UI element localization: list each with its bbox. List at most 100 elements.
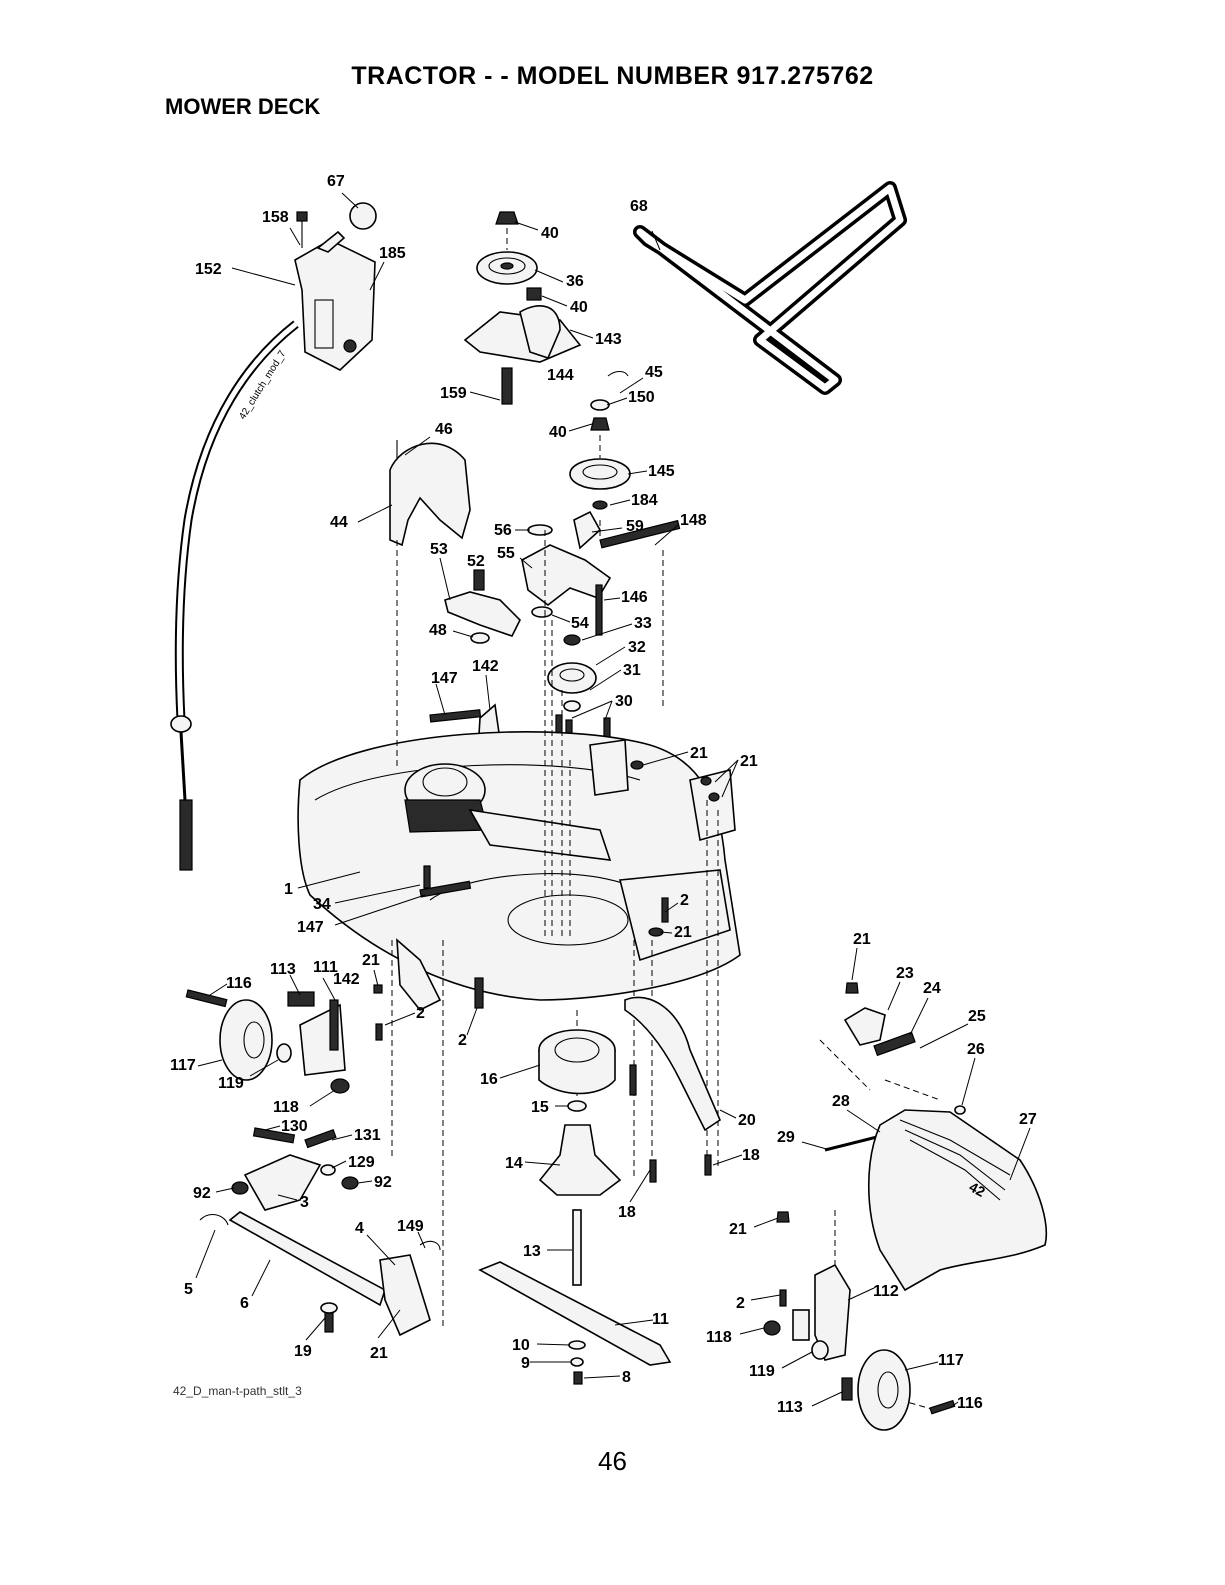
spindle-housing bbox=[538, 1124, 622, 1196]
callout-131: 131 bbox=[354, 1127, 381, 1144]
callout-30: 30 bbox=[615, 693, 633, 710]
callout-46: 46 bbox=[435, 421, 453, 438]
callout-2: 2 bbox=[416, 1005, 425, 1022]
callout-9: 9 bbox=[521, 1355, 530, 1372]
callout-21: 21 bbox=[740, 753, 758, 770]
callout-20: 20 bbox=[738, 1112, 756, 1129]
callout-147: 147 bbox=[297, 919, 324, 936]
callout-52: 52 bbox=[467, 553, 485, 570]
callout-28: 28 bbox=[832, 1093, 850, 1110]
callout-21: 21 bbox=[370, 1345, 388, 1362]
callout-116: 116 bbox=[957, 1395, 983, 1412]
callout-13: 13 bbox=[523, 1243, 541, 1260]
callout-118: 118 bbox=[273, 1099, 299, 1116]
callout-184: 184 bbox=[631, 492, 658, 509]
spindle-shaft bbox=[572, 1209, 582, 1286]
callout-24: 24 bbox=[923, 980, 941, 997]
left-gauge-wheel-assembly bbox=[185, 989, 350, 1094]
spring-147-lower bbox=[419, 880, 472, 898]
callout-147: 147 bbox=[431, 670, 458, 687]
callout-2: 2 bbox=[680, 892, 689, 909]
callout-143: 143 bbox=[595, 331, 622, 348]
callout-21: 21 bbox=[362, 952, 380, 969]
callout-27: 27 bbox=[1019, 1111, 1037, 1128]
discharge-chute bbox=[867, 1109, 1048, 1292]
callout-119: 119 bbox=[749, 1363, 775, 1380]
mower-deck-shell bbox=[297, 731, 741, 1001]
assembly-guide-lines bbox=[391, 520, 941, 1411]
callout-185: 185 bbox=[379, 245, 406, 262]
spring-148 bbox=[599, 519, 681, 549]
callout-10: 10 bbox=[512, 1337, 530, 1354]
callout-15: 15 bbox=[531, 1099, 549, 1116]
callout-11: 11 bbox=[652, 1311, 669, 1328]
callout-40: 40 bbox=[541, 225, 559, 242]
callout-148: 148 bbox=[680, 512, 707, 529]
callout-56: 56 bbox=[494, 522, 512, 539]
callout-119: 119 bbox=[218, 1075, 244, 1092]
deck-hanger bbox=[624, 996, 721, 1132]
hitch-bracket bbox=[396, 938, 442, 1012]
callout-68: 68 bbox=[630, 198, 648, 215]
lift-link-assembly bbox=[231, 1127, 359, 1211]
callout-4: 4 bbox=[355, 1220, 364, 1237]
callout-144: 144 bbox=[547, 367, 574, 384]
callout-3: 3 bbox=[300, 1194, 309, 1211]
callout-34: 34 bbox=[313, 896, 331, 913]
callout-40: 40 bbox=[549, 424, 567, 441]
callout-21: 21 bbox=[674, 924, 692, 941]
lower-idler-pulley bbox=[569, 370, 631, 510]
callout-21: 21 bbox=[853, 931, 871, 948]
callout-2: 2 bbox=[736, 1295, 745, 1312]
callout-8: 8 bbox=[622, 1369, 631, 1386]
right-gauge-wheel-assembly bbox=[763, 1211, 956, 1431]
cable-spring bbox=[179, 799, 193, 871]
callout-18: 18 bbox=[742, 1147, 760, 1164]
callout-130: 130 bbox=[281, 1118, 308, 1135]
clutch-bracket bbox=[294, 239, 376, 371]
callout-29: 29 bbox=[777, 1129, 795, 1146]
upper-idler-assembly bbox=[463, 211, 582, 405]
callout-14: 14 bbox=[505, 1155, 523, 1172]
callout-149: 149 bbox=[397, 1218, 424, 1235]
callout-118: 118 bbox=[706, 1329, 732, 1346]
callout-45: 45 bbox=[645, 364, 663, 381]
callout-142: 142 bbox=[472, 658, 499, 675]
callout-23: 23 bbox=[896, 965, 914, 982]
callout-16: 16 bbox=[480, 1071, 498, 1088]
callout-113: 113 bbox=[777, 1399, 803, 1416]
idler-bracket bbox=[521, 510, 681, 636]
callout-36: 36 bbox=[566, 273, 584, 290]
callout-19: 19 bbox=[294, 1343, 312, 1360]
callout-54: 54 bbox=[571, 615, 589, 632]
callout-117: 117 bbox=[170, 1057, 196, 1074]
callout-33: 33 bbox=[634, 615, 652, 632]
deck-size-badge: 42 bbox=[967, 1179, 988, 1201]
clutch-handle-assembly bbox=[294, 202, 377, 371]
callout-6: 6 bbox=[240, 1295, 249, 1312]
callout-48: 48 bbox=[429, 622, 447, 639]
callout-92: 92 bbox=[193, 1185, 211, 1202]
callout-18: 18 bbox=[618, 1204, 636, 1221]
diagram-code: 42_D_man-t-path_stlt_3 bbox=[173, 1384, 302, 1398]
callout-150: 150 bbox=[628, 389, 655, 406]
belt-guard bbox=[389, 442, 471, 547]
callout-55: 55 bbox=[497, 545, 515, 562]
left-wheel bbox=[219, 999, 273, 1081]
callout-numbers: 67 158 185 152 40 36 40 143 144 159 68 4… bbox=[170, 173, 1037, 1416]
callout-146: 146 bbox=[621, 589, 648, 606]
callout-5: 5 bbox=[184, 1281, 193, 1298]
handle-knob bbox=[349, 202, 377, 230]
callout-leaders bbox=[195, 192, 1031, 1409]
callout-113: 113 bbox=[270, 961, 296, 978]
clutch-cable: 42_clutch_mod_7 bbox=[170, 320, 299, 871]
callout-53: 53 bbox=[430, 541, 448, 558]
callout-117: 117 bbox=[938, 1352, 964, 1369]
callout-111: 111 bbox=[313, 959, 338, 976]
callout-116: 116 bbox=[226, 975, 252, 992]
callout-44: 44 bbox=[330, 514, 348, 531]
callout-152: 152 bbox=[195, 261, 222, 278]
callout-112: 112 bbox=[873, 1283, 899, 1300]
